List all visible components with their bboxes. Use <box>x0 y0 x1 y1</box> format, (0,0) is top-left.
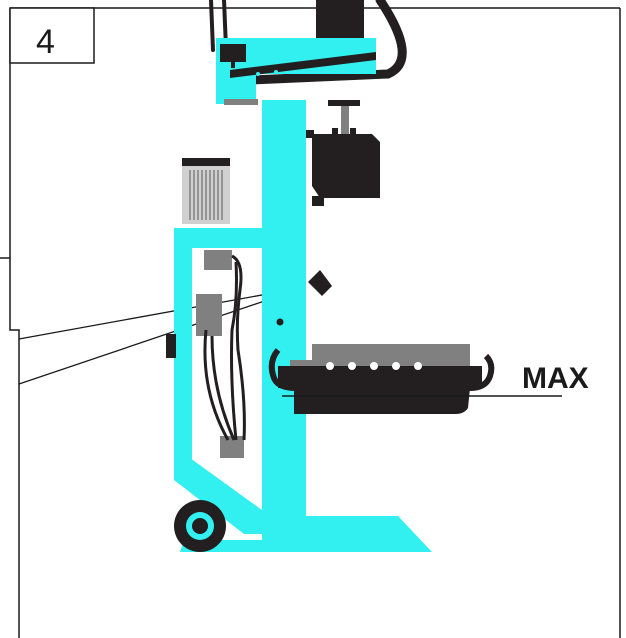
side-frame-bracket <box>166 334 176 358</box>
max-label: MAX <box>522 362 589 395</box>
side-frame <box>174 228 264 534</box>
step-number-box: 4 <box>9 7 95 64</box>
callout-panel <box>0 257 20 638</box>
top-bracket-details <box>220 44 376 105</box>
splitting-wedge <box>294 100 380 206</box>
hydraulic-hoses <box>203 254 246 441</box>
callout-lines <box>18 286 307 385</box>
hydraulic-valves <box>196 250 244 458</box>
step-number: 4 <box>36 23 55 61</box>
main-column <box>180 100 432 552</box>
motor <box>182 158 230 224</box>
oil-filler-cap <box>276 270 332 326</box>
wheel <box>174 500 226 552</box>
log-tray <box>268 344 495 414</box>
